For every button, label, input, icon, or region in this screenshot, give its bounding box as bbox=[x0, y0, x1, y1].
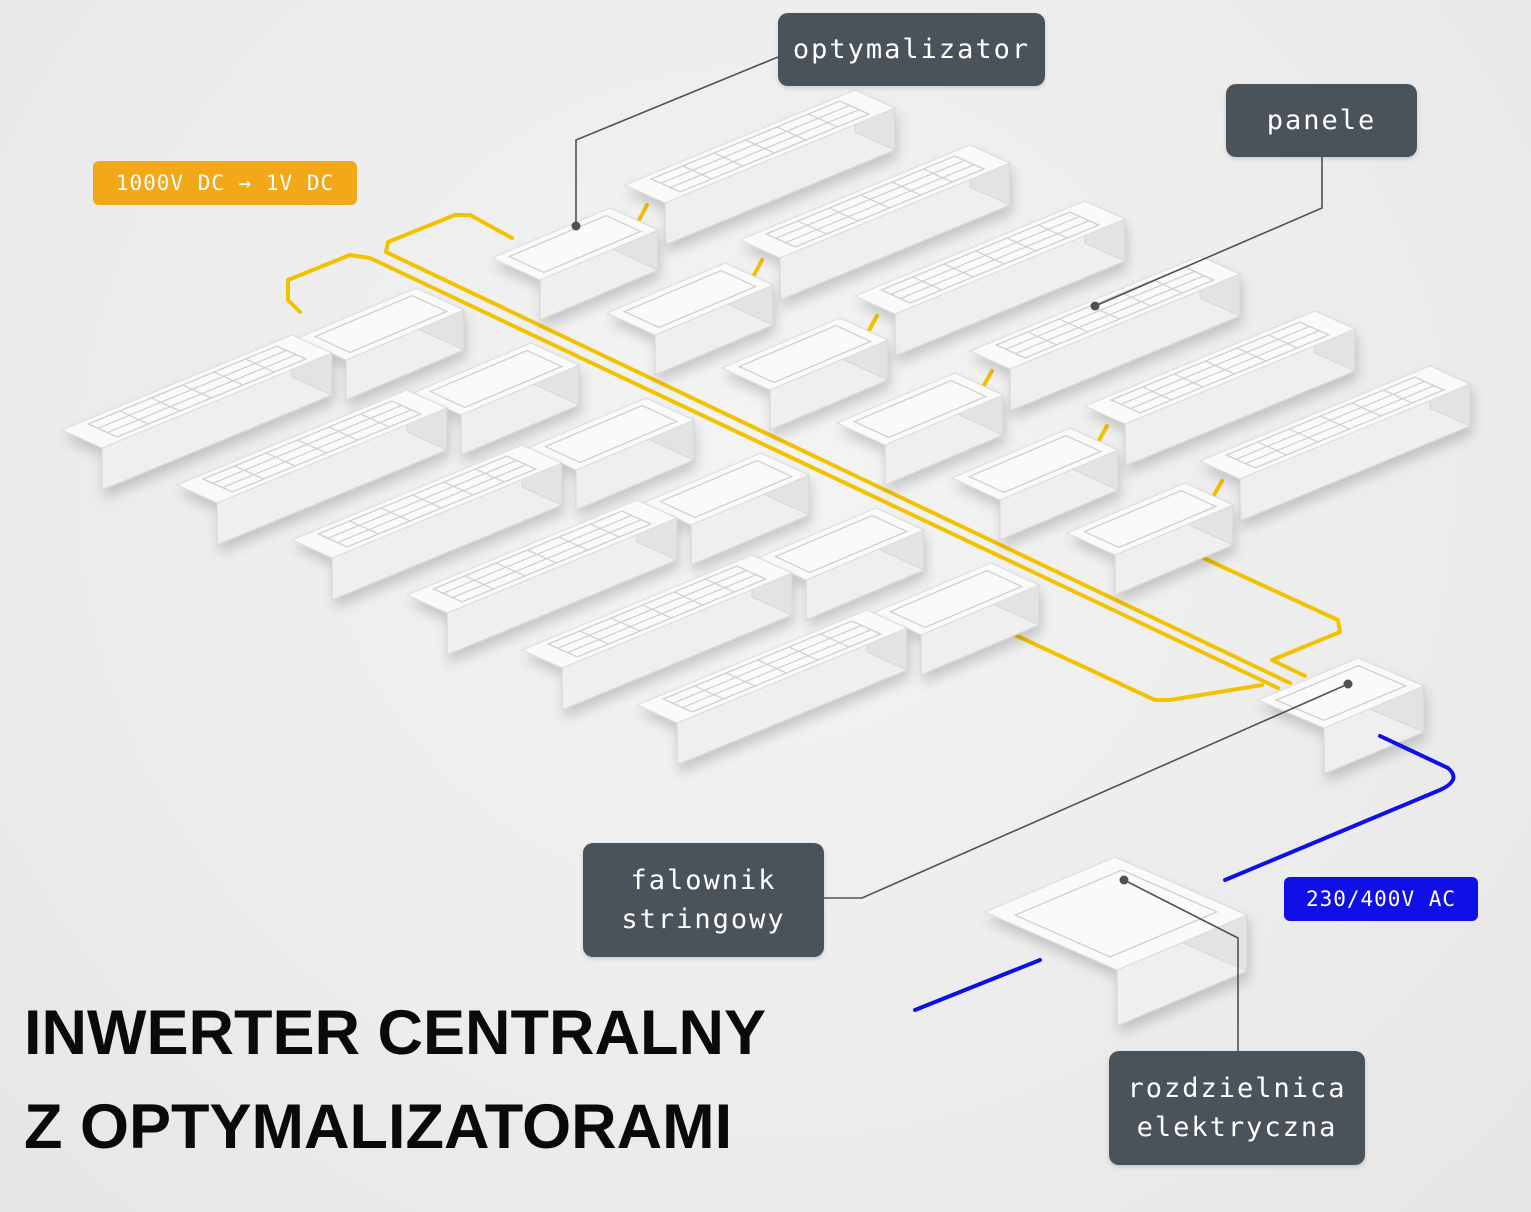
optimizer-box-icon bbox=[1065, 482, 1235, 596]
dc-return-cable-bottom bbox=[996, 625, 1264, 702]
panels-pointer bbox=[1094, 157, 1323, 307]
dc-jumper-upper-4-1 bbox=[981, 369, 994, 389]
solar-panel-icon bbox=[290, 444, 564, 601]
optimizer-box-icon bbox=[720, 317, 890, 431]
inverter-label-line2: stringowy bbox=[621, 904, 786, 935]
solar-panel-icon bbox=[60, 334, 334, 491]
panels-label-text: panele bbox=[1266, 105, 1377, 136]
ac-cable-grid bbox=[913, 958, 1042, 1012]
string-inverter-label: falownik stringowy bbox=[583, 843, 824, 957]
dc-trunk-cable-1 bbox=[286, 253, 1280, 690]
switchboard-pointer bbox=[1123, 879, 1239, 1051]
dc-jumper-upper-1-1 bbox=[636, 203, 649, 224]
optimizer-box-icon bbox=[641, 452, 811, 566]
optimizer-box-icon bbox=[756, 507, 926, 621]
dc-trunk-cable-2 bbox=[384, 213, 1292, 685]
solar-panel-icon bbox=[175, 389, 449, 546]
optimizer-box-icon bbox=[835, 372, 1005, 486]
optimizer-box-icon bbox=[871, 562, 1041, 676]
optimizer-pointer bbox=[575, 56, 779, 226]
title-line-2: Z OPTYMALIZATORAMI bbox=[24, 1092, 733, 1162]
dc-jumper-upper-6-1 bbox=[1211, 479, 1224, 499]
switchboard-label-line2: elektryczna bbox=[1136, 1112, 1338, 1143]
optimizer-pointer-dot bbox=[571, 221, 581, 231]
equipment-boxes bbox=[60, 89, 1472, 1027]
optimizer-box-icon bbox=[605, 262, 775, 376]
optimizer-box-icon bbox=[950, 427, 1120, 541]
solar-panel-icon bbox=[853, 200, 1127, 357]
string-inverter-icon bbox=[1256, 657, 1426, 775]
panels-label: panele bbox=[1226, 84, 1417, 157]
solar-panel-icon bbox=[1198, 365, 1472, 522]
optimizer-box-icon bbox=[490, 207, 660, 321]
ac-voltage-badge: 230/400V AC bbox=[1284, 877, 1478, 921]
solar-panel-icon bbox=[635, 609, 909, 766]
solar-panel-icon bbox=[968, 255, 1242, 412]
dc-return-cable-right bbox=[1184, 548, 1342, 678]
dc-voltage-text: 1000V DC → 1V DC bbox=[115, 171, 335, 195]
solar-panel-icon bbox=[1083, 310, 1357, 467]
inverter-pointer bbox=[824, 683, 1349, 899]
ac-voltage-text: 230/400V AC bbox=[1305, 887, 1457, 911]
inverter-label-line1: falownik bbox=[630, 865, 777, 896]
solar-panel-icon bbox=[738, 144, 1012, 301]
dc-jumper-upper-2-1 bbox=[751, 258, 764, 279]
solar-panel-icon bbox=[405, 499, 679, 656]
solar-panel-icon bbox=[520, 554, 794, 711]
title-line-1: INWERTER CENTRALNY bbox=[24, 998, 766, 1068]
optimizer-box-icon bbox=[296, 287, 466, 401]
dc-voltage-badge: 1000V DC → 1V DC bbox=[93, 161, 357, 205]
switchboard-label: rozdzielnica elektryczna bbox=[1109, 1051, 1365, 1165]
switchboard-label-line1: rozdzielnica bbox=[1127, 1073, 1347, 1104]
optimizer-label-text: optymalizator bbox=[792, 34, 1031, 65]
dc-jumper-upper-3-1 bbox=[866, 314, 879, 334]
solar-panel-icon bbox=[623, 89, 897, 246]
page-title: INWERTER CENTRALNY Z OPTYMALIZATORAMI bbox=[24, 986, 884, 1174]
optimizer-label: optymalizator bbox=[778, 13, 1045, 86]
dc-jumper-upper-5-1 bbox=[1096, 424, 1109, 444]
label-pointer-lines bbox=[571, 56, 1353, 1051]
wiring-front bbox=[913, 734, 1456, 1012]
inverter-pointer-dot bbox=[1343, 679, 1353, 689]
ac-cable-inverter-to-switchboard bbox=[1223, 734, 1456, 882]
panels-pointer-dot bbox=[1090, 301, 1100, 311]
switchboard-pointer-dot bbox=[1119, 875, 1129, 885]
switchboard-icon bbox=[983, 856, 1249, 1027]
